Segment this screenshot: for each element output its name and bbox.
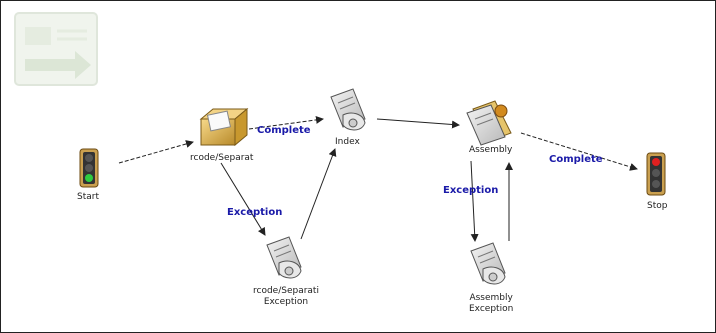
edge-label-barcode-exception: Exception [227, 207, 283, 218]
node-label-stop: Stop [647, 201, 668, 211]
traffic-light-stop-icon[interactable] [646, 152, 666, 196]
node-label-barcode-exception-line2: Exception [263, 297, 309, 307]
barcode-exception-document-icon[interactable] [266, 236, 302, 279]
edge-label-barcode-complete: Complete [257, 125, 311, 136]
index-document-icon[interactable] [330, 88, 366, 131]
traffic-light-start-icon[interactable] [79, 148, 99, 188]
node-label-assembly-exception-line2: Exception [469, 304, 514, 314]
edge-barcode-to-exception[interactable] [220, 162, 266, 236]
edge-exception-to-index[interactable] [300, 148, 337, 240]
edge-index-to-assembly[interactable] [376, 118, 460, 129]
node-label-assembly-exception: Assembly Exception [469, 293, 513, 315]
edge-start-to-barcode[interactable] [118, 140, 194, 164]
edge-barcode-to-index[interactable] [248, 115, 324, 130]
node-label-index: Index [335, 137, 360, 147]
node-label-barcode-exception: rcode/Separati Exception [253, 286, 319, 308]
assembly-document-icon[interactable] [466, 100, 512, 146]
node-label-barcode-separation: rcode/Separat [190, 153, 254, 163]
node-label-barcode-exception-line1: rcode/Separati [253, 286, 319, 296]
node-label-assembly-exception-line1: Assembly [469, 293, 513, 303]
edge-assembly-to-stop[interactable] [520, 132, 638, 171]
edge-assembly-to-exception[interactable] [470, 160, 479, 242]
edge-label-assembly-exception: Exception [443, 185, 499, 196]
app-logo-watermark [14, 12, 98, 86]
assembly-exception-document-icon[interactable] [470, 242, 506, 285]
barcode-separation-icon[interactable] [199, 107, 249, 147]
node-label-assembly: Assembly [469, 145, 513, 155]
edge-label-assembly-complete: Complete [549, 154, 603, 165]
node-label-start: Start [77, 192, 99, 202]
